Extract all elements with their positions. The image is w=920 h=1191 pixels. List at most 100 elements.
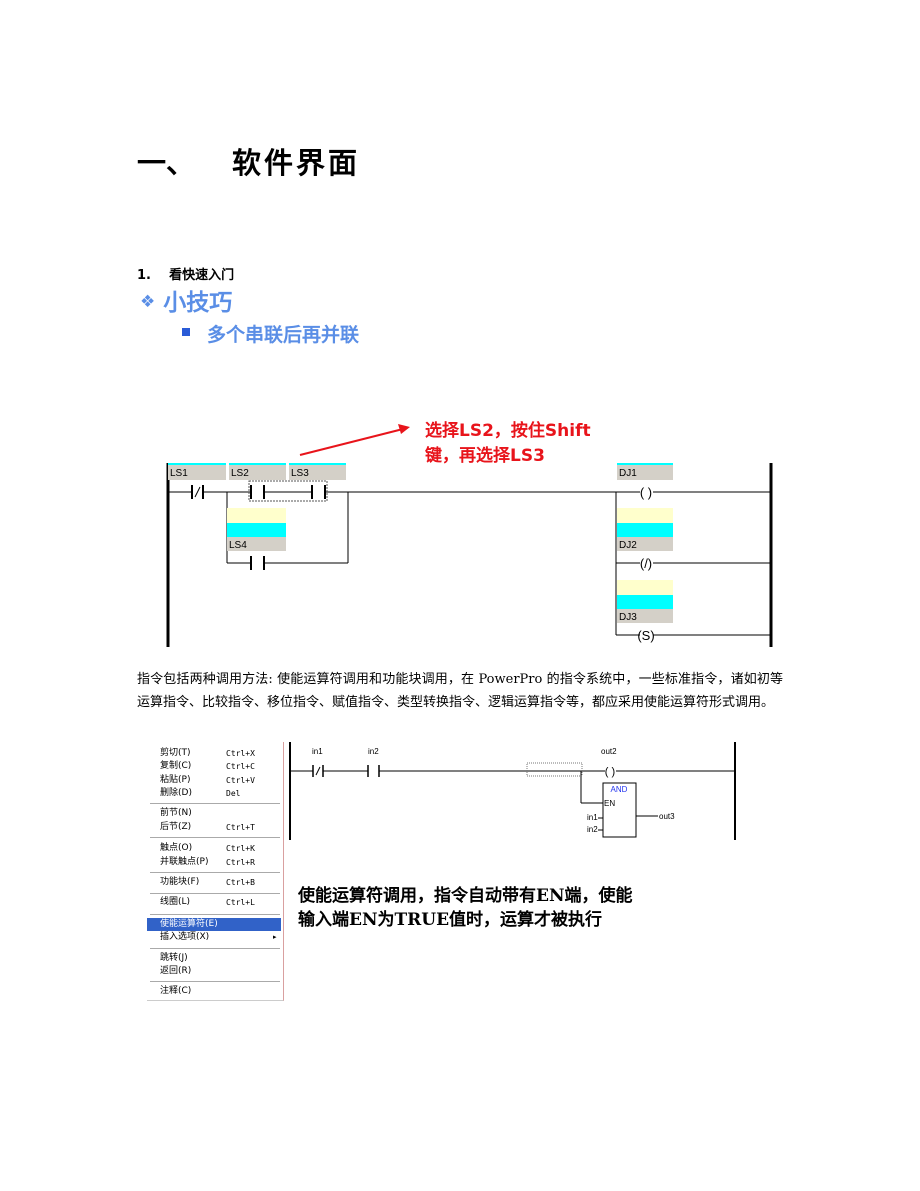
menu-label: 注释(C) [160,986,192,996]
out3-label: out3 [659,812,675,821]
menu-label: 删除(D) [160,788,192,798]
menu-shortcut: Ctrl+X [226,749,255,758]
menu-item-enable-operator[interactable]: 使能运算符(E) [147,918,281,931]
menu-label: 后节(Z) [160,822,192,832]
in1-pin-label: in1 [587,813,598,822]
menu-separator [150,872,280,873]
menu-label: 粘贴(P) [160,775,191,785]
nc-contact-ls1-icon[interactable] [191,485,204,499]
en-pin-label: EN [604,799,615,808]
heading-number: 一、 [137,146,196,180]
menu-separator [150,914,280,915]
menu-label: 使能运算符(E) [160,919,218,929]
menu-shortcut: Ctrl+L [226,898,255,907]
no-contact-ls4-icon[interactable] [250,556,265,570]
menu-item-function-block[interactable]: 功能块(F) Ctrl+B [147,876,281,889]
ls2-label: LS2 [231,468,249,479]
ladder-diagram-series-parallel: LS1 LS2 LS3 LS4 DJ1 DJ2 DJ3 ( ) (/) (S) [166,463,773,647]
and-function-block[interactable] [602,782,637,838]
and-block-title: AND [611,785,628,794]
menu-label: 触点(O) [160,843,193,853]
coil-dj2-icon[interactable]: (/) [640,556,652,571]
menu-shortcut: Ctrl+K [226,844,255,853]
menu-item-paste[interactable]: 粘贴(P) Ctrl+V [147,774,281,787]
ladder-diagram-enable-operator: ( ) in1 in2 out2 AND EN in1 in2 out3 [289,742,736,840]
no-contact-in2-icon[interactable] [367,765,380,777]
diamond-bullet-icon: ❖ [140,292,156,312]
menu-separator [150,893,280,894]
menu-separator [150,803,280,804]
menu-label: 前节(N) [160,808,192,818]
nc-contact-in1-icon[interactable] [312,765,324,777]
menu-label: 并联触点(P) [160,857,209,867]
coil-out2-icon[interactable]: ( ) [605,766,615,778]
menu-item-coil[interactable]: 线圈(L) Ctrl+L [147,896,281,909]
context-menu: 剪切(T) Ctrl+X 复制(C) Ctrl+C 粘贴(P) Ctrl+V 删除(D… [147,742,284,1001]
selection-rectangle [248,480,328,502]
menu-item-copy[interactable]: 复制(C) Ctrl+C [147,760,281,773]
menu-label: 跳转(J) [160,953,188,963]
dj2-label: DJ2 [619,540,637,551]
selection-rectangle [526,762,583,777]
menu-label: 返回(R) [160,966,192,976]
heading-title: 软件界面 [232,146,361,180]
menu-shortcut: Ctrl+C [226,762,255,771]
contact-label-ls2[interactable]: LS2 [229,463,286,480]
menu-label: 复制(C) [160,761,192,771]
ls3-label: LS3 [291,468,309,479]
contact-label-ls4[interactable]: LS4 [227,508,286,551]
contact-label-ls1[interactable]: LS1 [168,463,226,480]
menu-label: 剪切(T) [160,748,191,758]
in2-pin-label: in2 [587,825,598,834]
caption-line1: 使能运算符调用，指令自动带有EN端，使能 [298,886,633,906]
out2-label: out2 [601,747,617,756]
menu-item-prev-section[interactable]: 前节(N) [147,807,281,820]
ls4-label: LS4 [229,540,247,551]
dj3-label: DJ3 [619,612,637,623]
menu-shortcut: Del [226,789,241,798]
menu-label: 线圈(L) [160,897,191,907]
body-paragraph: 指令包括两种调用方法: 使能运算符调用和功能块调用，在 PowerPro 的指令… [137,672,783,710]
menu-item-contact[interactable]: 触点(O) Ctrl+K [147,842,281,855]
no-contact-ls3-icon[interactable] [311,485,326,499]
coil-label-dj1[interactable]: DJ1 [617,463,673,480]
annotation-line2: 键，再选择LS3 [425,446,545,466]
menu-item-insert-options[interactable]: 插入选项(X) ▸ [147,931,281,944]
tip-heading: ❖ 小技巧 [140,283,232,317]
menu-item-parallel-contact[interactable]: 并联触点(P) Ctrl+R [147,856,281,869]
menu-separator [150,981,280,982]
menu-item-next-section[interactable]: 后节(Z) Ctrl+T [147,821,281,834]
menu-label: 插入选项(X) [160,932,210,942]
in1-label: in1 [312,747,323,756]
section-number: 1. [137,268,151,283]
menu-shortcut: Ctrl+R [226,858,255,867]
menu-separator [150,837,280,838]
annotation-arrow-icon [299,424,410,456]
menu-item-jump[interactable]: 跳转(J) [147,952,281,965]
coil-label-dj3[interactable]: DJ3 [617,580,673,623]
contact-label-ls3[interactable]: LS3 [289,463,346,480]
menu-shortcut: Ctrl+T [226,823,255,832]
ls1-label: LS1 [170,468,188,479]
tip-title: 小技巧 [163,290,233,316]
menu-shortcut: Ctrl+B [226,878,255,887]
in2-label: in2 [368,747,379,756]
coil-dj1-icon[interactable]: ( ) [640,485,652,500]
menu-item-delete[interactable]: 删除(D) Del [147,787,281,800]
no-contact-ls2-icon[interactable] [250,485,265,499]
coil-dj3-icon[interactable]: (S) [637,628,654,643]
annotation-line1: 选择LS2，按住Shift [425,421,591,441]
square-bullet-icon [182,328,190,336]
menu-shortcut: Ctrl+V [226,776,255,785]
menu-item-return[interactable]: 返回(R) [147,965,281,978]
menu-separator [150,948,280,949]
section-title: 看快速入门 [169,268,235,283]
dj1-label: DJ1 [619,468,637,479]
submenu-arrow-icon: ▸ [273,933,277,941]
menu-item-comment[interactable]: 注释(C) [147,985,281,998]
tip-bullet-text: 多个串联后再并联 [207,324,360,346]
section-heading: 1. 看快速入门 [137,264,234,283]
coil-label-dj2[interactable]: DJ2 [617,508,673,551]
menu-label: 功能块(F) [160,877,200,887]
menu-item-cut[interactable]: 剪切(T) Ctrl+X [147,747,281,760]
